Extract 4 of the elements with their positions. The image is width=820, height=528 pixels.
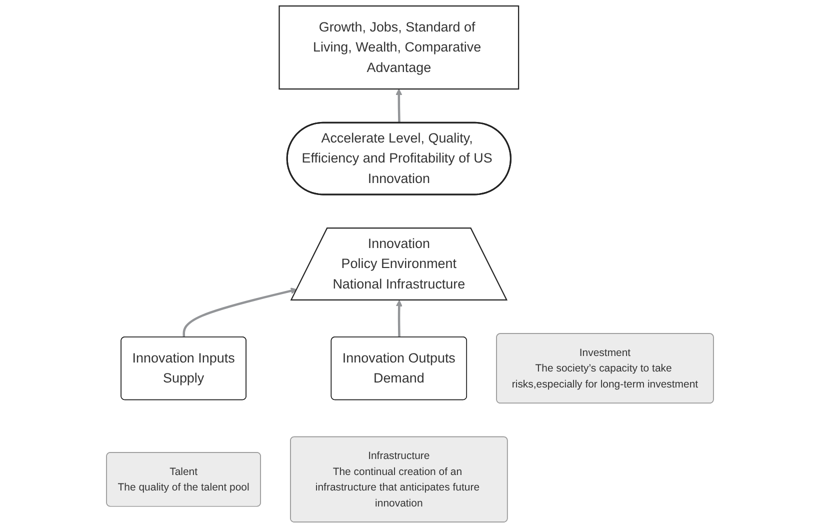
arrow xyxy=(396,88,402,124)
node-box: Growth, Jobs, Standard of Living, Wealth, Comparative Advantage xyxy=(278,5,520,90)
arrow xyxy=(182,288,298,338)
arrow xyxy=(396,300,402,338)
